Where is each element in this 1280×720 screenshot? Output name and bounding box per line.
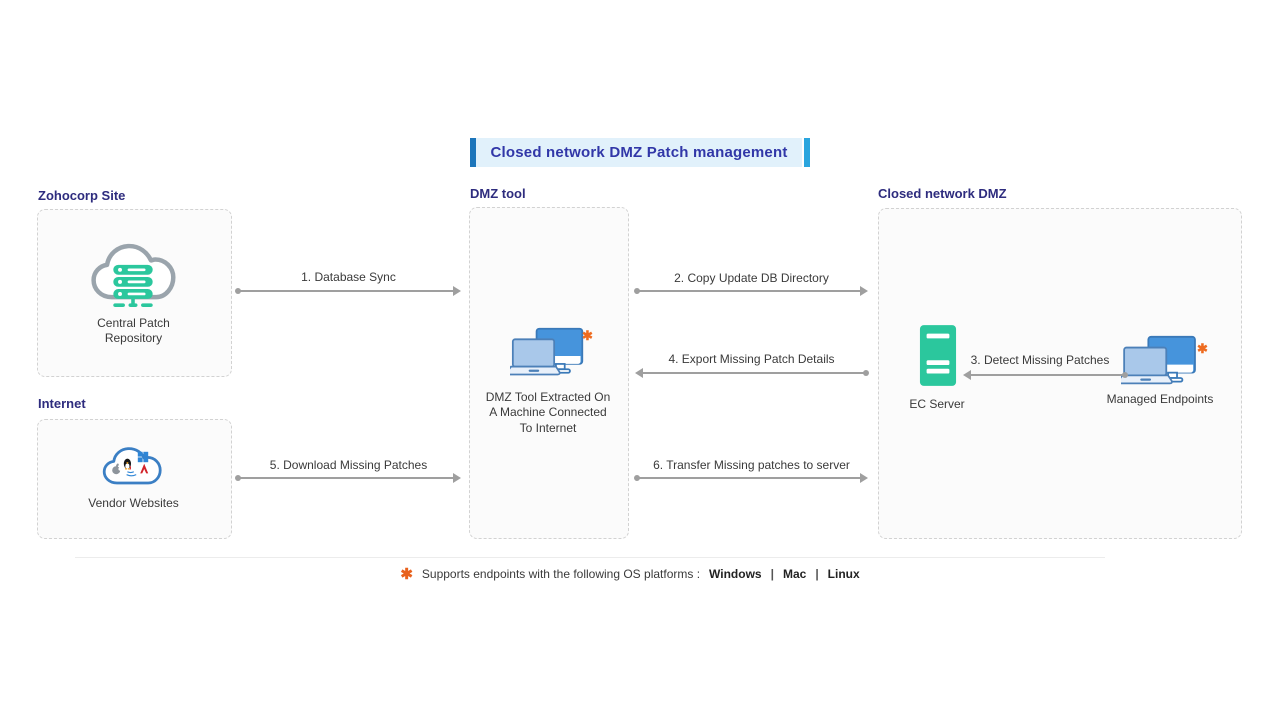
footer-divider (75, 557, 1105, 558)
zone-title-internet: Internet (38, 396, 86, 411)
footer-os-windows: Windows (709, 567, 762, 581)
flow-arrow-transfer-missing-patches (634, 473, 868, 483)
footer-separator: | (815, 567, 819, 581)
diagram-title-banner: Closed network DMZ Patch management (470, 138, 810, 167)
flow-label-export-missing-patch: 4. Export Missing Patch Details (668, 352, 835, 366)
zone-title-zohocorp-site: Zohocorp Site (38, 188, 126, 203)
asterisk-icon: ✱ (400, 566, 413, 583)
flow-arrow-export-missing-patch (635, 368, 869, 378)
flow-label-transfer-missing-patches: 6. Transfer Missing patches to server (653, 458, 850, 472)
ec-server-label: EC Server (909, 397, 965, 411)
asterisk-icon: ✱ (1197, 341, 1208, 356)
java-logo-icon (126, 465, 137, 477)
flow-arrow-copy-update-db (634, 286, 868, 296)
title-accent-bar-right (804, 138, 810, 167)
flow-label-database-sync: 1. Database Sync (301, 270, 396, 284)
footer-os-linux: Linux (827, 567, 860, 581)
asterisk-icon: ✱ (582, 328, 593, 343)
flow-arrow-detect-missing-patches (963, 370, 1128, 380)
footer-note-text: Supports endpoints with the following OS… (421, 567, 701, 581)
server-icon (919, 325, 957, 386)
flow-label-copy-update-db: 2. Copy Update DB Directory (674, 271, 829, 285)
apple-logo-icon (112, 463, 122, 475)
page-title: Closed network DMZ Patch management (476, 138, 802, 167)
linux-penguin-icon (123, 458, 131, 470)
managed-endpoints-label: Managed Endpoints (1106, 392, 1214, 406)
laptop-monitor-icon (1121, 335, 1196, 385)
footer-note: ✱ Supports endpoints with the following … (0, 565, 1270, 583)
footer-separator: | (770, 567, 774, 581)
title-accent-bar-left (470, 138, 476, 167)
zone-title-dmz-tool: DMZ tool (470, 186, 526, 201)
flow-arrow-database-sync (235, 286, 461, 296)
vendor-cloud-icon (102, 447, 162, 485)
footer-os-mac: Mac (782, 567, 807, 581)
flow-label-detect-missing-patches: 3. Detect Missing Patches (970, 353, 1110, 367)
dmz-tool-machine-label: DMZ Tool Extracted On A Machine Connecte… (485, 390, 611, 435)
adobe-logo-icon (140, 463, 149, 474)
windows-logo-icon (137, 451, 149, 463)
flow-arrow-download-missing-patches (235, 473, 461, 483)
central-patch-repository-label: Central Patch Repository (97, 316, 170, 346)
cloud-server-icon (91, 243, 176, 307)
title-accent-gap (802, 138, 804, 167)
zone-title-closed-network-dmz: Closed network DMZ (878, 186, 1007, 201)
vendor-websites-label: Vendor Websites (88, 496, 179, 510)
flow-label-download-missing-patches: 5. Download Missing Patches (269, 458, 428, 472)
laptop-monitor-icon (510, 327, 584, 376)
